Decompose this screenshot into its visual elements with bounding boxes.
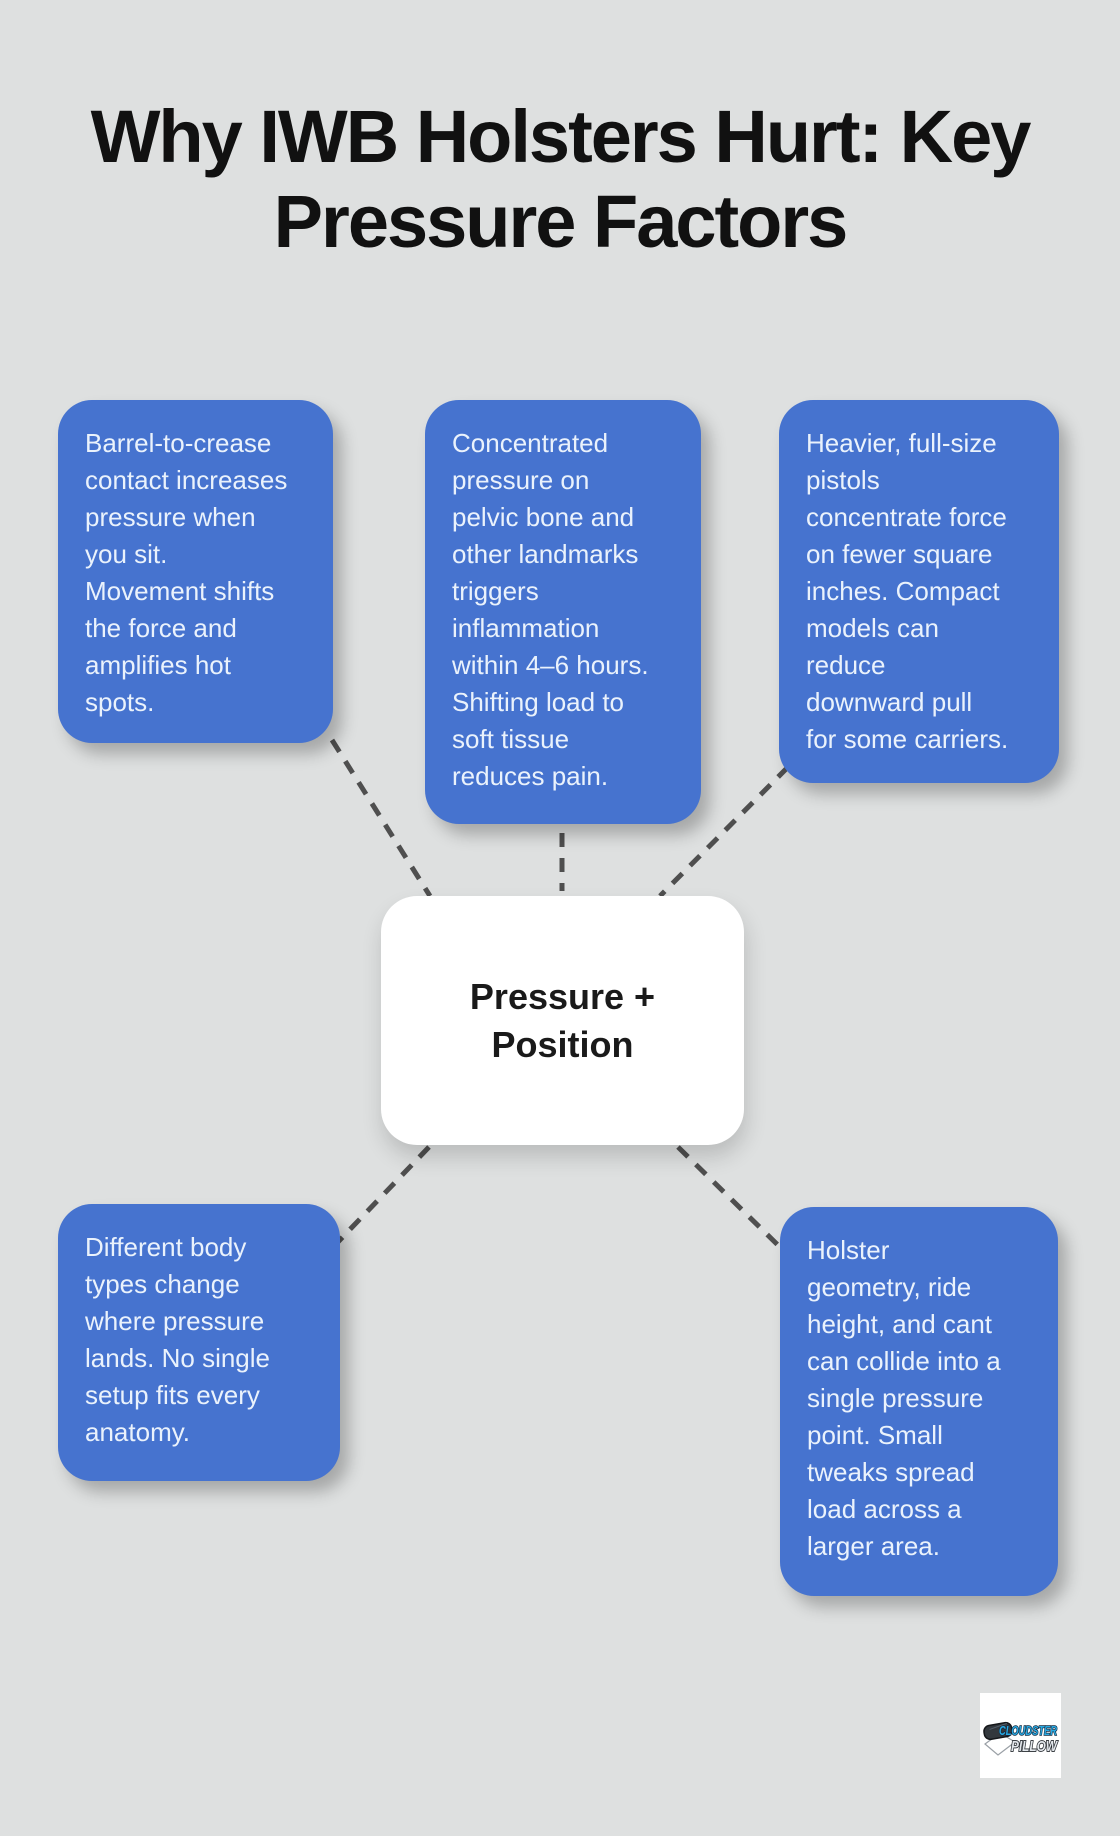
pillow-icon	[982, 1721, 1016, 1756]
factor-card-top-middle: Concentrated pressure on pelvic bone and…	[425, 400, 701, 824]
connector-top-left	[329, 738, 433, 898]
connector-bottom-right	[676, 1145, 786, 1253]
factor-card-bottom-left: Different body types change where pressu…	[58, 1204, 340, 1481]
factor-card-top-left: Barrel-to-crease contact increases press…	[58, 400, 333, 743]
center-node: Pressure + Position	[381, 896, 744, 1145]
logo-text-cloudster: CLOUDSTER	[999, 1723, 1057, 1738]
page-title: Why IWB Holsters Hurt: Key Pressure Fact…	[90, 95, 1032, 263]
connector-bottom-left	[334, 1145, 431, 1246]
brand-logo: CLOUDSTER PILLOW	[980, 1693, 1061, 1778]
logo-text-pillow: PILLOW	[1011, 1738, 1058, 1755]
connector-top-right	[658, 765, 790, 898]
factor-card-top-right: Heavier, full-size pistols concentrate f…	[779, 400, 1059, 783]
factor-card-bottom-right: Holster geometry, ride height, and cant …	[780, 1207, 1058, 1596]
